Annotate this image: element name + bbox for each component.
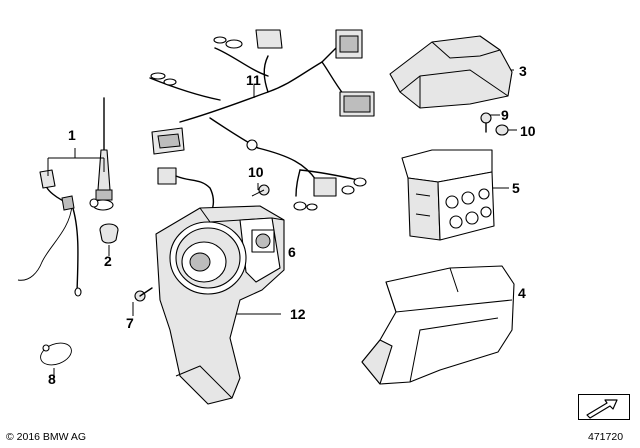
cover-part bbox=[389, 35, 513, 109]
callout-11: 11 bbox=[246, 72, 261, 88]
callout-10-center: 10 bbox=[248, 164, 264, 180]
callout-6: 6 bbox=[288, 244, 296, 260]
diagonal-arrow-icon bbox=[586, 399, 618, 419]
callout-7: 7 bbox=[126, 315, 134, 331]
fasteners bbox=[134, 112, 509, 302]
speaker-lead bbox=[157, 167, 215, 211]
callout-2: 2 bbox=[104, 253, 112, 269]
speaker-enclosure bbox=[155, 205, 285, 405]
clip-part bbox=[40, 342, 72, 366]
antenna-assembly bbox=[17, 97, 114, 297]
callout-5: 5 bbox=[512, 180, 520, 196]
callout-1: 1 bbox=[68, 127, 76, 143]
wiring-harness bbox=[149, 29, 375, 211]
bracket-part bbox=[401, 149, 495, 241]
callout-12: 12 bbox=[290, 306, 306, 322]
document-number: 471720 bbox=[588, 431, 624, 443]
callout-3: 3 bbox=[519, 63, 527, 79]
callout-10-right: 10 bbox=[520, 123, 536, 139]
navigation-button[interactable] bbox=[578, 394, 630, 420]
housing-part bbox=[361, 265, 515, 385]
callout-4: 4 bbox=[518, 285, 526, 301]
copyright-text: © 2016 BMW AG bbox=[6, 431, 87, 443]
antenna-cap bbox=[99, 223, 119, 244]
callout-9: 9 bbox=[501, 107, 509, 123]
callout-8: 8 bbox=[48, 371, 56, 387]
